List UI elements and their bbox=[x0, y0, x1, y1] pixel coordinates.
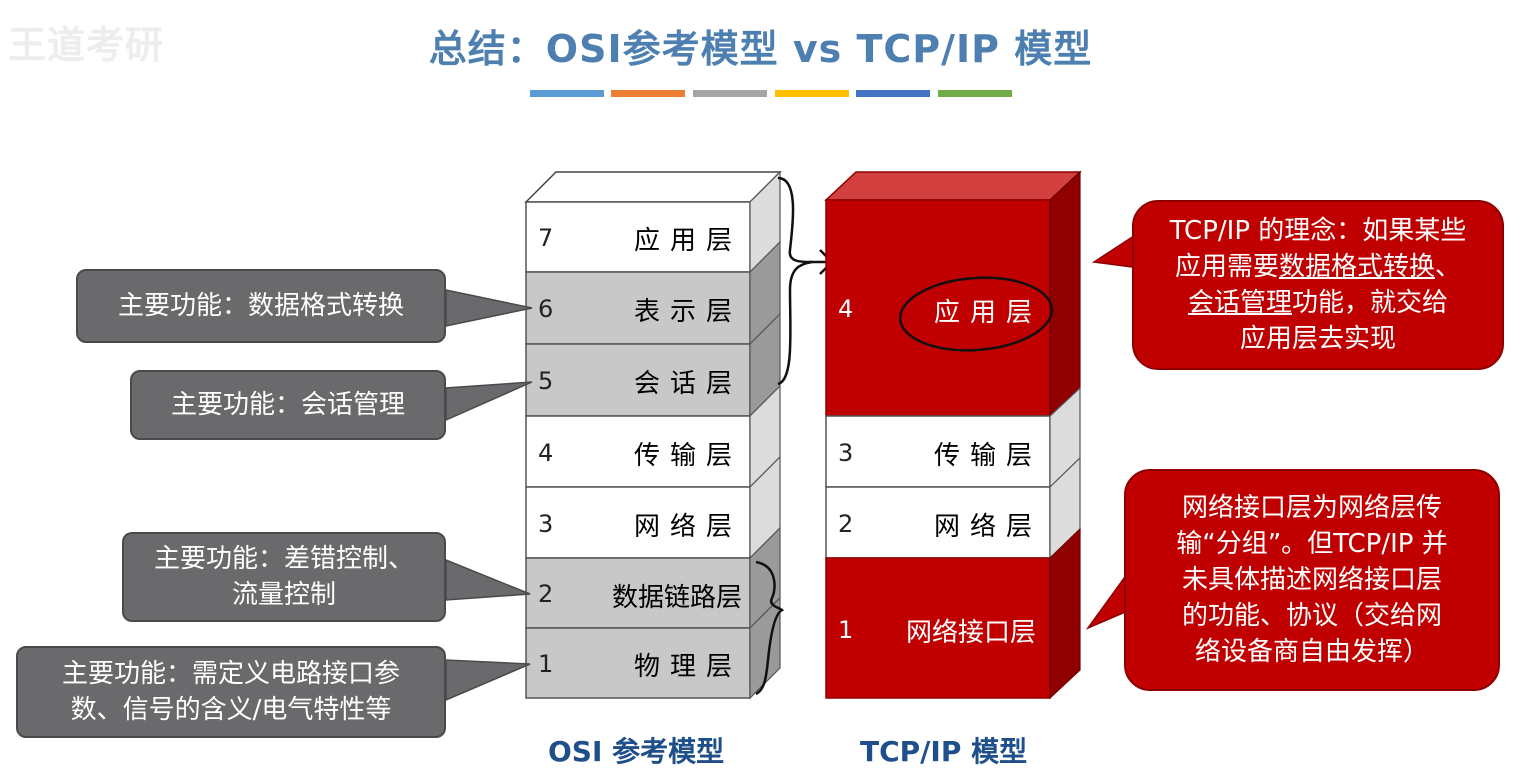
underlined-term: 数据格式转换 bbox=[1278, 252, 1435, 282]
osi-layer-3-face bbox=[525, 486, 751, 559]
layer-name: 传输层 bbox=[933, 441, 1042, 471]
layer-name: 数据链路层 bbox=[611, 583, 742, 613]
layer-number: 5 bbox=[538, 367, 554, 395]
layer-number: 1 bbox=[538, 650, 554, 678]
accent-bar bbox=[693, 90, 767, 97]
callout-text-line: TCP/IP 的理念：如果某些 bbox=[1169, 216, 1467, 246]
handwritten-brace-lower bbox=[755, 560, 785, 696]
callout-text-line: 主要功能：差错控制、 bbox=[153, 544, 414, 574]
callout-text: 主要功能：会话管理 bbox=[170, 390, 405, 420]
layer-number: 4 bbox=[538, 439, 554, 467]
layer-number: 3 bbox=[838, 439, 854, 467]
callout-text-line: 输“分组”。但TCP/IP 并 bbox=[1176, 529, 1448, 559]
layer-number: 7 bbox=[538, 224, 554, 252]
layer-name: 网络接口层 bbox=[905, 618, 1036, 648]
callout-datalink-function: 主要功能：差错控制、 流量控制 bbox=[122, 532, 446, 622]
tcpip-layer-1-face bbox=[825, 557, 1051, 699]
page-title: 总结：OSI参考模型 vs TCP/IP 模型 bbox=[428, 27, 1093, 71]
callout-tcpip-application-note: TCP/IP 的理念：如果某些 应用需要数据格式转换、 会话管理功能，就交给 应… bbox=[1132, 200, 1504, 370]
callout-text-line: 网络接口层为网络层传 bbox=[1181, 493, 1442, 523]
callout-tail-physical bbox=[445, 659, 531, 702]
callout-text-line: 应用需要数据格式转换、 bbox=[1174, 252, 1462, 282]
tcpip-layer-2-face bbox=[825, 486, 1051, 559]
osi-model-caption: OSI 参考模型 bbox=[548, 735, 725, 768]
callout-tail-presentation bbox=[445, 289, 533, 327]
tcpip-top-face bbox=[824, 171, 1082, 201]
layer-name: 物理层 bbox=[633, 652, 742, 682]
callout-text-line: 应用层去实现 bbox=[1239, 324, 1396, 354]
layer-number: 2 bbox=[838, 510, 854, 538]
osi-stack bbox=[524, 170, 782, 700]
callout-text-line: 主要功能：需定义电路接口参 bbox=[61, 659, 400, 689]
osi-layer-1-face bbox=[525, 627, 751, 699]
accent-bar bbox=[775, 90, 849, 97]
layer-number: 3 bbox=[538, 510, 554, 538]
callout-physical-function: 主要功能：需定义电路接口参 数、信号的含义/电气特性等 bbox=[16, 646, 446, 738]
callout-tail-datalink bbox=[445, 558, 531, 601]
tcpip-layer-4-face bbox=[825, 199, 1051, 417]
layer-name: 会话层 bbox=[633, 369, 742, 399]
tcpip-model-caption: TCP/IP 模型 bbox=[860, 735, 1028, 768]
layer-name: 传输层 bbox=[633, 441, 742, 471]
layer-name: 网络层 bbox=[633, 512, 742, 542]
layer-number: 2 bbox=[538, 580, 554, 608]
callout-text-line: 数、信号的含义/电气特性等 bbox=[70, 695, 392, 725]
callout-text-line: 未具体描述网络接口层 bbox=[1181, 565, 1442, 595]
callout-text: 主要功能：数据格式转换 bbox=[117, 291, 404, 321]
layer-name: 网络层 bbox=[933, 512, 1042, 542]
callout-text-line: 络设备商自由发挥） bbox=[1194, 637, 1429, 667]
tcpip-stack bbox=[824, 170, 1082, 700]
accent-bar bbox=[938, 90, 1012, 97]
layer-number: 1 bbox=[838, 616, 854, 644]
handwritten-brace-upper bbox=[777, 176, 813, 386]
tcpip-layer-4-side bbox=[1049, 170, 1081, 418]
accent-bar bbox=[530, 90, 604, 97]
callout-text-line: 会话管理功能，就交给 bbox=[1187, 288, 1449, 318]
callout-tcpip-network-interface-note: 网络接口层为网络层传 输“分组”。但TCP/IP 并 未具体描述网络接口层 的功… bbox=[1124, 469, 1500, 691]
callout-text-line: 的功能、协议（交给网 bbox=[1181, 601, 1442, 631]
tcpip-layer-1-side bbox=[1049, 527, 1081, 700]
callout-tail-session bbox=[445, 381, 533, 422]
osi-layer-4-face bbox=[525, 415, 751, 488]
callout-session-function: 主要功能：会话管理 bbox=[130, 370, 446, 440]
accent-bar bbox=[856, 90, 930, 97]
layer-name: 表示层 bbox=[633, 297, 742, 327]
layer-name: 应用层 bbox=[633, 226, 742, 256]
layer-number: 6 bbox=[538, 295, 554, 323]
layer-number: 4 bbox=[838, 295, 854, 323]
underlined-term: 会话管理 bbox=[1187, 288, 1292, 318]
osi-layer-1-side bbox=[749, 596, 781, 700]
osi-top-face bbox=[524, 171, 782, 203]
callout-presentation-function: 主要功能：数据格式转换 bbox=[76, 269, 446, 343]
watermark: 王道考研 bbox=[8, 23, 165, 67]
handwritten-circle bbox=[898, 276, 1054, 352]
tcpip-layer-3-face bbox=[825, 415, 1051, 488]
layer-name: 应用层 bbox=[933, 298, 1042, 328]
callout-text-line: 流量控制 bbox=[231, 580, 336, 610]
osi-layer-7-face bbox=[525, 201, 751, 273]
accent-bar bbox=[611, 90, 685, 97]
